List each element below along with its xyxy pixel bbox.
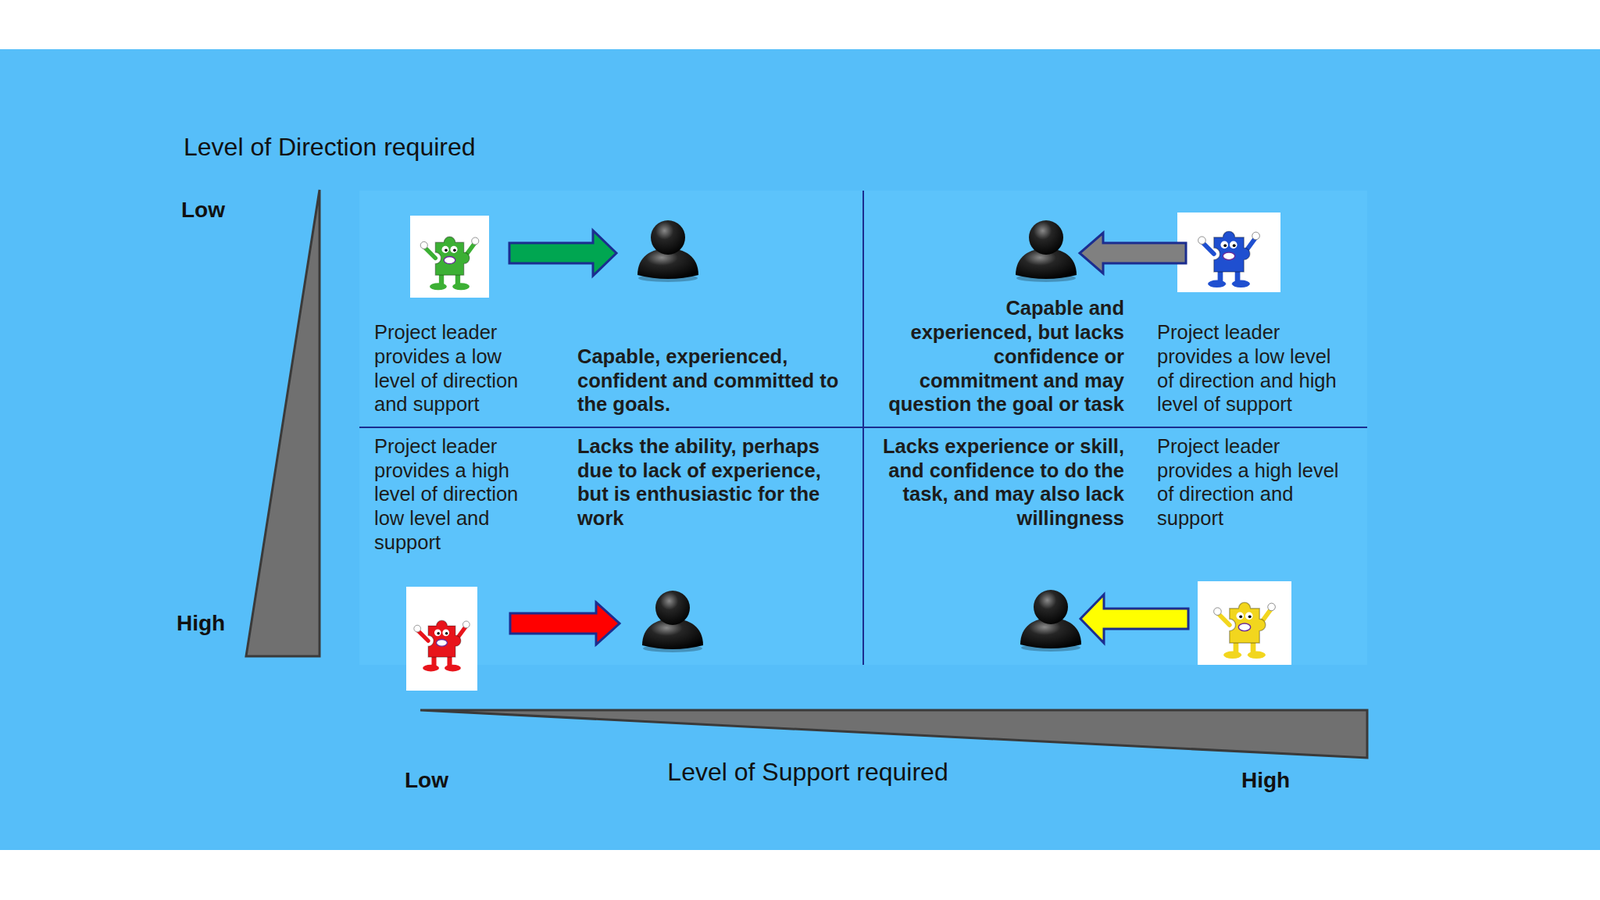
axis-end-label: High bbox=[1241, 767, 1290, 793]
quadrant-divider bbox=[359, 426, 1368, 429]
quadrant-area bbox=[359, 190, 1368, 665]
axis-title: Level of Direction required bbox=[183, 132, 476, 162]
leader-style-text: Project leader provides a low level of d… bbox=[374, 320, 531, 417]
person-head bbox=[1028, 220, 1064, 255]
readiness-description: Capable and experienced, but lacks confi… bbox=[880, 296, 1125, 417]
axis-end-label: Low bbox=[404, 767, 449, 793]
figure-card bbox=[1197, 581, 1292, 665]
person-head bbox=[1033, 589, 1068, 625]
quadrant: Project leader provides a low level of d… bbox=[359, 190, 864, 428]
axis-title: Level of Support required bbox=[651, 757, 965, 787]
leader-style-text: Project leader provides a high level of … bbox=[374, 434, 531, 555]
yellow-arrow bbox=[1080, 594, 1189, 643]
quadrant: Capable and experienced, but lacks confi… bbox=[863, 190, 1368, 428]
leader-style-text: Project leader provides a high level of … bbox=[1157, 434, 1345, 531]
blue-band bbox=[0, 49, 1600, 850]
axis-end-label: High bbox=[176, 610, 225, 636]
readiness-description: Capable, experienced, confident and comm… bbox=[577, 344, 851, 417]
red-arrow bbox=[510, 602, 620, 645]
green-arrow bbox=[509, 230, 617, 276]
direction-wedge bbox=[246, 189, 320, 657]
figure-card bbox=[1177, 212, 1281, 293]
person-head bbox=[650, 220, 686, 255]
yellow-puzzle-figure bbox=[1214, 602, 1276, 659]
quadrant: Lacks experience or skill, and confidenc… bbox=[863, 427, 1368, 665]
leader-style-text: Project leader provides a low level of d… bbox=[1157, 320, 1345, 417]
axis-end-label: Low bbox=[181, 197, 225, 223]
person-icon bbox=[1015, 220, 1077, 283]
grey-arrow bbox=[1079, 232, 1186, 274]
person-head bbox=[655, 590, 690, 625]
figure-card bbox=[410, 215, 490, 298]
red-puzzle-figure bbox=[414, 620, 470, 672]
person-icon bbox=[642, 590, 704, 653]
green-puzzle-figure bbox=[420, 236, 479, 290]
person-icon bbox=[1020, 589, 1082, 652]
blue-puzzle-figure bbox=[1198, 231, 1261, 288]
readiness-description: Lacks the ability, perhaps due to lack o… bbox=[577, 434, 851, 531]
readiness-description: Lacks experience or skill, and confidenc… bbox=[880, 434, 1125, 531]
support-wedge bbox=[420, 710, 1368, 758]
figure-card bbox=[406, 586, 478, 691]
person-icon bbox=[637, 220, 699, 283]
quadrant: Project leader provides a high level of … bbox=[359, 427, 864, 665]
